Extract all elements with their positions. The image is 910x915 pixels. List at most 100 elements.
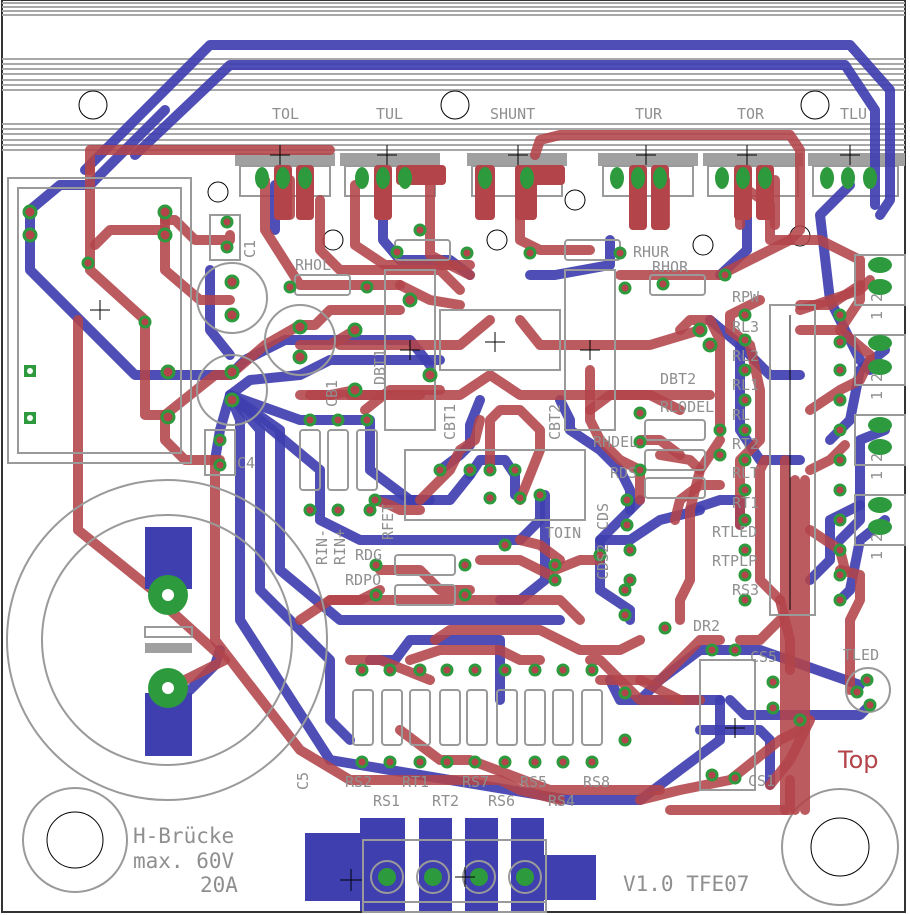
tool-hole xyxy=(322,229,344,251)
led-outline xyxy=(845,667,891,713)
label-dbt2: DBT2 xyxy=(660,370,696,388)
tool-hole xyxy=(486,229,508,251)
label-rdpo: RDPO xyxy=(345,571,381,589)
mounting-hole xyxy=(800,90,830,120)
pads-tor xyxy=(715,165,774,220)
label-cbt2: CBT2 xyxy=(546,404,564,440)
pads-tur xyxy=(610,165,669,230)
label-rhol: RHOL xyxy=(295,256,331,274)
label-cds: CDS xyxy=(594,503,612,530)
component-origins xyxy=(90,145,860,891)
tool-hole xyxy=(692,234,714,256)
board-title: H-Brücke xyxy=(133,824,234,848)
component-labels: RHOL RHUR RHOR DBT1 DBT2 C1 C4 C5 CB1 CB… xyxy=(237,240,886,810)
tool-hole xyxy=(207,181,229,203)
label-rin-plus: RIN+ xyxy=(331,529,349,565)
label-rt2-bottom: RT2 xyxy=(432,792,459,810)
label-rl2: RL2 xyxy=(732,347,759,365)
label-rtled: RTLED xyxy=(712,523,757,541)
vias xyxy=(22,204,877,785)
label-tur: TUR xyxy=(635,105,663,123)
label-cb1: CB1 xyxy=(323,380,341,407)
label-rlodel: RLODEL xyxy=(660,398,714,416)
label-cbt1: CBT1 xyxy=(441,404,459,440)
connector-pin-2: 2 xyxy=(868,293,886,302)
label-cds2: CDS2 xyxy=(594,544,612,580)
label-rs1: RS1 xyxy=(373,792,400,810)
label-dbt1: DBT1 xyxy=(371,349,389,385)
transistor-packages xyxy=(235,153,905,197)
terminal-block xyxy=(305,818,596,913)
board-spec-voltage: max. 60V xyxy=(133,849,235,873)
connector-pin-2: 2 xyxy=(868,453,886,462)
bottom-resistor-bank xyxy=(352,689,603,746)
label-cs5: CS5 xyxy=(750,648,777,666)
pads-tol xyxy=(255,165,314,220)
board-text: H-Brücke max. 60V 20A V1.0 TFE07 Top xyxy=(133,746,879,897)
connector-pin-1: 1 xyxy=(868,311,886,320)
connector-pin-2: 2 xyxy=(868,373,886,382)
label-c4: C4 xyxy=(237,454,255,472)
right-resistor-ladder xyxy=(769,304,816,616)
heatsink-outline xyxy=(2,2,905,151)
label-rhdel: RHDEL xyxy=(593,433,638,451)
label-rtplp: RTPLP xyxy=(712,552,757,570)
label-rhor: RHOR xyxy=(652,258,689,276)
label-tor: TOR xyxy=(737,105,765,123)
label-c5: C5 xyxy=(294,772,312,790)
label-rt1-bottom: RT1 xyxy=(402,773,429,791)
ics xyxy=(384,269,756,791)
label-rs2: RS2 xyxy=(345,773,372,791)
c5-pads xyxy=(144,527,193,756)
label-shunt: SHUNT xyxy=(490,105,535,123)
test-points xyxy=(24,365,36,424)
label-rin-minus: RIN- xyxy=(313,529,331,565)
connector-pin-1: 1 xyxy=(868,551,886,560)
transistor-labels: TOL TUL SHUNT TUR TOR TLU xyxy=(272,105,867,123)
label-cs1: CS1 xyxy=(748,772,775,790)
connector-pin-2: 2 xyxy=(868,533,886,542)
label-rs5: RS5 xyxy=(520,773,547,791)
label-rt2: RT2 xyxy=(732,435,759,453)
label-rl3: RL3 xyxy=(732,318,759,336)
label-rs3: RS3 xyxy=(732,581,759,599)
mounting-hole xyxy=(46,811,104,869)
connector-pin-1: 1 xyxy=(868,391,886,400)
label-c1: C1 xyxy=(241,240,259,258)
label-tul: TUL xyxy=(376,105,403,123)
label-rdg: RDG xyxy=(355,546,382,564)
label-rs7: RS7 xyxy=(462,773,489,791)
label-rs4: RS4 xyxy=(548,792,575,810)
tool-hole xyxy=(564,189,586,211)
right-connectors xyxy=(854,254,906,546)
label-rs6: RS6 xyxy=(488,792,515,810)
label-tlu: TLU xyxy=(840,105,867,123)
mounting-ring xyxy=(22,787,128,893)
layer-label: Top xyxy=(837,746,879,774)
pads-tul xyxy=(355,165,446,220)
label-tol: TOL xyxy=(272,105,299,123)
label-tled: TLED xyxy=(843,646,879,664)
board-version: V1.0 TFE07 xyxy=(623,872,749,896)
label-rpw: RPW xyxy=(732,288,760,306)
label-rlt: RLT xyxy=(732,464,759,482)
mounting-hole xyxy=(440,90,470,120)
mounting-hole xyxy=(810,817,870,877)
label-rt1: RT1 xyxy=(732,494,759,512)
top-layer-traces xyxy=(73,130,875,815)
label-rhur: RHUR xyxy=(633,243,670,261)
label-rfet: RFET xyxy=(379,504,397,540)
mid-resistors xyxy=(294,239,706,606)
connector-pin-1: 1 xyxy=(868,471,886,480)
label-dr2: DR2 xyxy=(693,617,720,635)
capacitor-outlines xyxy=(6,177,336,801)
mounting-hole xyxy=(78,90,108,120)
pads-shunt xyxy=(475,165,565,220)
mounting-ring xyxy=(781,788,899,906)
label-rs8: RS8 xyxy=(583,773,610,791)
label-toin: TOIN xyxy=(545,524,581,542)
pads-tlu xyxy=(820,167,877,189)
board-spec-current: 20A xyxy=(200,873,238,897)
mounting-holes xyxy=(22,90,899,906)
